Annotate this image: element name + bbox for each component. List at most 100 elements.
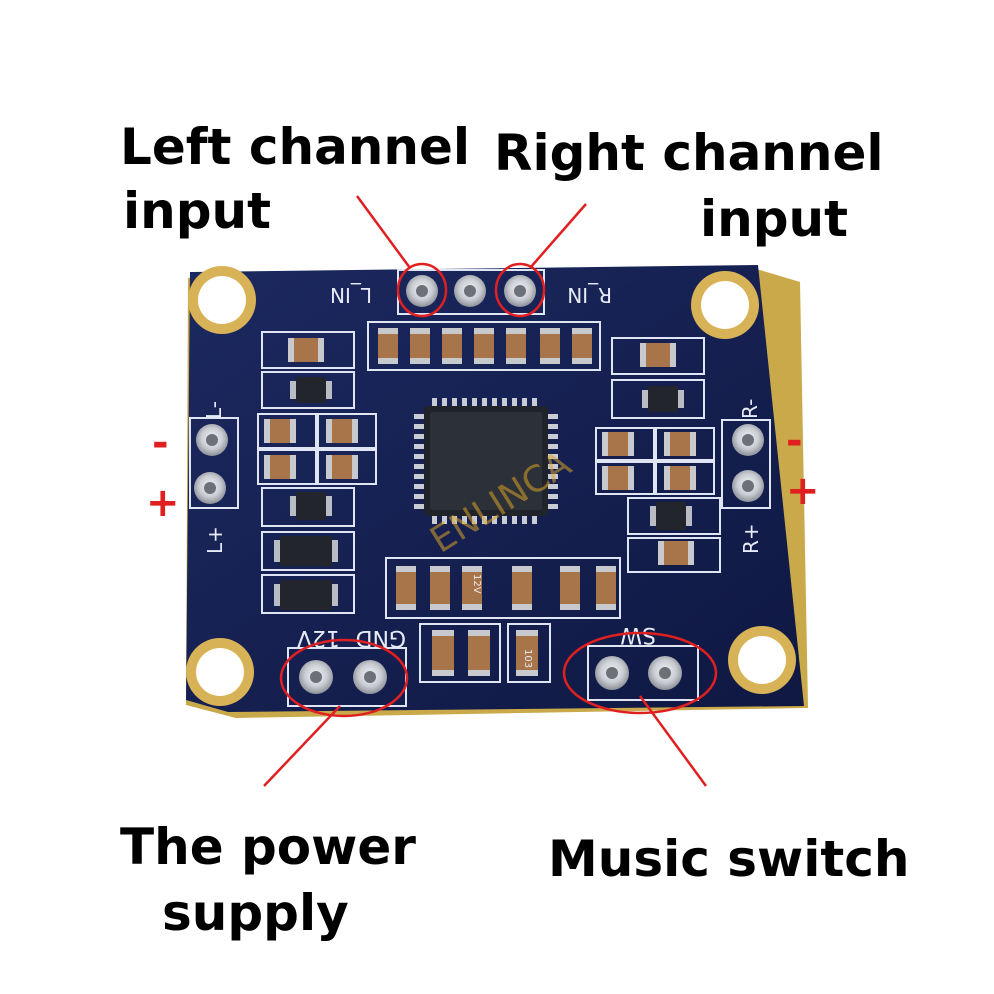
chip-pin: [512, 398, 517, 408]
silk-r-minus: R-: [738, 399, 762, 419]
silk-resistor-103: 103: [522, 649, 533, 668]
mounting-hole: [188, 266, 256, 334]
music-switch-label: Music switch: [548, 830, 910, 888]
callout-labels: Left channel input Right channel input T…: [120, 118, 910, 942]
smd-capacitor: [468, 630, 490, 676]
pad-r-plus: [732, 470, 764, 502]
smd-capacitor: [658, 541, 694, 565]
power-label-line1: The power: [120, 818, 416, 876]
chip-pin: [414, 454, 424, 459]
right-input-leader: [529, 203, 587, 269]
smd-capacitor: [596, 566, 616, 610]
smd-capacitor: [664, 466, 696, 490]
smd-capacitor: [664, 432, 696, 456]
pad-l-plus: [194, 472, 226, 504]
smd-capacitor: [474, 328, 494, 364]
smd-capacitor: [410, 328, 430, 364]
mounting-hole: [728, 626, 796, 694]
smd-capacitor: [602, 466, 634, 490]
left-input-label-line1: Left channel: [120, 118, 470, 176]
switch-pads: [595, 656, 682, 690]
right-speaker-pads: [732, 424, 764, 502]
smd-capacitor: [442, 328, 462, 364]
left-plus-mark: +: [146, 480, 180, 526]
smd-transistor: [290, 377, 332, 403]
chip-pin: [414, 474, 424, 479]
silk-chip-12v: 12V: [471, 574, 482, 594]
chip-pin: [414, 494, 424, 499]
smd-resistor: [516, 630, 538, 676]
chip-pin: [492, 398, 497, 408]
chip-pin: [442, 514, 447, 524]
chip-pin: [414, 444, 424, 449]
left-input-label-line2: input: [123, 182, 271, 240]
chip-pin: [548, 474, 558, 479]
right-input-highlight: [494, 262, 546, 318]
smd-transistor: [290, 492, 332, 520]
annotations: [263, 195, 718, 787]
smd-capacitor: [506, 328, 526, 364]
pad-gnd-in: [454, 275, 486, 307]
right-minus-mark: -: [786, 418, 803, 464]
smd-capacitor: [378, 328, 398, 364]
pad-r-minus: [732, 424, 764, 456]
silk-l-minus: L-: [202, 401, 226, 419]
smd-capacitor: [512, 566, 532, 610]
pad-12v: [299, 660, 333, 694]
chip-pin: [548, 414, 558, 419]
chip-pin: [442, 398, 447, 408]
chip-pin: [522, 398, 527, 408]
smd-diode: [274, 580, 338, 610]
chip-pin: [462, 514, 467, 524]
smd-capacitor: [462, 566, 482, 610]
smd-diode: [274, 536, 338, 566]
smd-capacitor: [264, 455, 296, 479]
silkscreen-outlines: [189, 321, 771, 707]
chip-pin: [532, 514, 537, 524]
polarity-marks: - + - +: [146, 418, 820, 526]
chip-pin: [414, 464, 424, 469]
chip-pin: [548, 464, 558, 469]
chip-pin: [502, 514, 507, 524]
smd-components: [264, 328, 696, 676]
chip-pins: [414, 398, 558, 524]
music-switch-leader: [638, 695, 708, 787]
smd-capacitor: [288, 338, 324, 362]
smd-transistor: [642, 386, 684, 412]
chip-pin: [482, 398, 487, 408]
chip-pin: [548, 444, 558, 449]
chip-pin: [414, 414, 424, 419]
chip-pin: [502, 398, 507, 408]
chip-pin: [414, 434, 424, 439]
pad-gnd: [353, 660, 387, 694]
chip-pin: [452, 398, 457, 408]
chip-pin: [532, 398, 537, 408]
chip-pin: [452, 514, 457, 524]
chip-pin: [472, 398, 477, 408]
mounting-holes: [186, 266, 796, 706]
smd-capacitor: [560, 566, 580, 610]
chip-pin: [414, 484, 424, 489]
silk-r-plus: R+: [739, 523, 763, 554]
chip-pin: [432, 398, 437, 408]
chip-pin: [492, 514, 497, 524]
smd-capacitor: [432, 630, 454, 676]
chip-pin: [548, 424, 558, 429]
right-input-label-line1: Right channel: [494, 124, 884, 182]
pad-l-in: [406, 275, 438, 307]
chip-pin: [548, 434, 558, 439]
silk-r-in: R_IN: [567, 283, 612, 307]
smd-capacitor: [326, 419, 358, 443]
chip-pin: [472, 514, 477, 524]
silkscreen-labels: L_IN R_IN L- L+ R- R+ 12V GND SW 12V 103: [202, 283, 763, 668]
amplifier-chip: [414, 398, 558, 524]
pad-r-in: [504, 275, 536, 307]
mounting-hole: [186, 638, 254, 706]
chip-pin: [522, 514, 527, 524]
chip-pin: [512, 514, 517, 524]
chip-pin: [414, 504, 424, 509]
power-pads: [299, 660, 387, 694]
music-switch-highlight: [562, 631, 718, 715]
